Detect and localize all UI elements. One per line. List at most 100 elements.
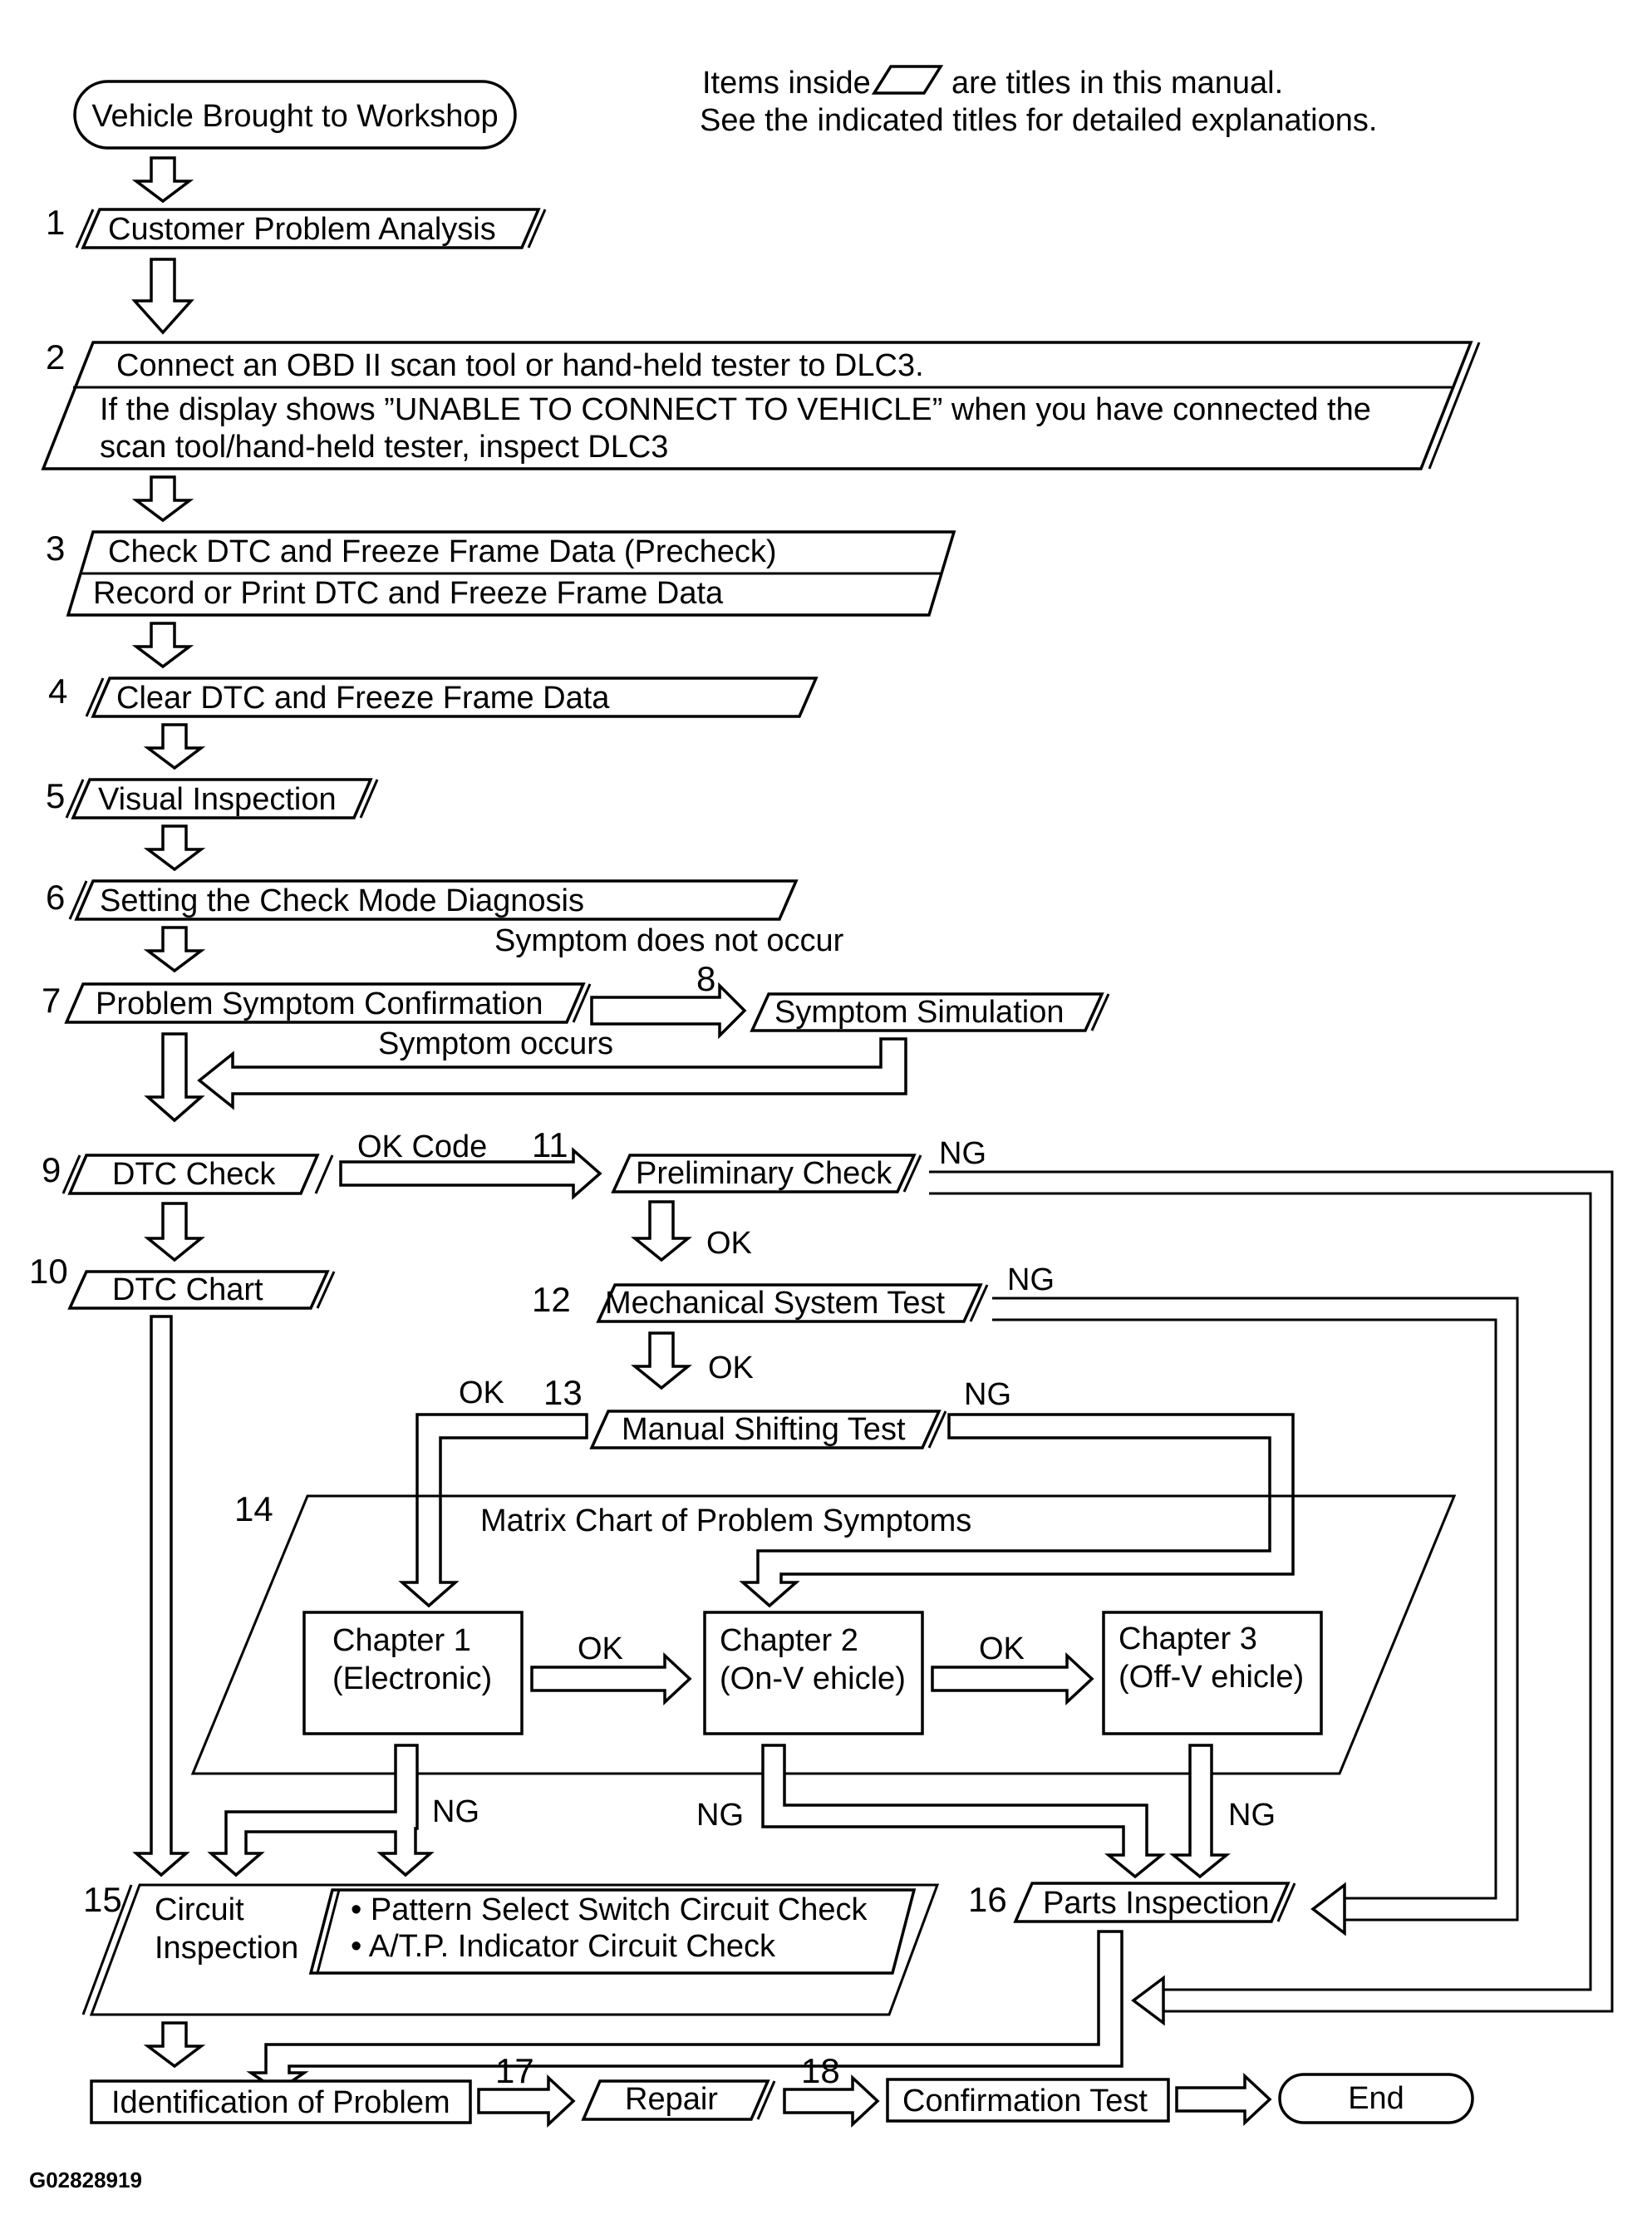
step13-number: 13 <box>543 1373 583 1412</box>
step3-line1: Check DTC and Freeze Frame Data (Prechec… <box>108 534 777 569</box>
step1-box <box>81 208 541 249</box>
step8-box <box>750 992 1104 1032</box>
step17-box <box>581 2079 770 2121</box>
step11-label: Preliminary Check <box>636 1156 892 1191</box>
step4-label: Clear DTC and Freeze Frame Data <box>116 681 610 716</box>
step16-box <box>1013 1882 1291 1923</box>
edge-ch2-ng: NG <box>696 1798 744 1833</box>
arrow-18-to-end <box>1175 2072 1272 2127</box>
chapter2-box <box>703 1611 924 1735</box>
step6-box <box>74 879 799 921</box>
step5-edge-mark-right <box>359 779 379 819</box>
step1-edge-mark-right <box>527 209 547 249</box>
chapter1-line1: Chapter 1 <box>332 1623 471 1658</box>
chapter3-box <box>1102 1611 1323 1735</box>
step16-label: Parts Inspection <box>1043 1886 1269 1921</box>
step12-box <box>596 1283 983 1323</box>
step15-box <box>89 1883 940 2016</box>
arrow-9-to-11 <box>339 1147 602 1200</box>
arrow-10-to-15 <box>132 1315 190 1877</box>
chapter1-line2: (Electronic) <box>332 1661 492 1696</box>
start-terminal <box>73 80 517 150</box>
edge-ch2-ok: OK <box>979 1631 1025 1666</box>
step9-edge-mark-right <box>314 1154 334 1194</box>
arrow-13-ng-to-ch2 <box>739 1413 1295 1608</box>
step10-label: DTC Chart <box>112 1272 263 1307</box>
step15-edge-mark <box>81 1884 133 2015</box>
step9-edge-mark <box>61 1154 81 1194</box>
line-12-ng-inner <box>992 1318 1497 1900</box>
arrow-9-to-10 <box>144 1202 205 1262</box>
arrow-7-to-8 <box>590 982 747 1040</box>
edge-ch3-ng: NG <box>1228 1798 1276 1833</box>
step5-label: Visual Inspection <box>98 782 337 817</box>
arrow-6-to-7 <box>143 926 206 973</box>
step12-edge-mark-right <box>969 1284 989 1322</box>
edge-symptom-occurs: Symptom occurs <box>378 1026 613 1061</box>
step8-label: Symptom Simulation <box>774 995 1064 1030</box>
chapter2-line2: (On-V ehicle) <box>720 1661 906 1696</box>
step1-label: Customer Problem Analysis <box>108 212 496 247</box>
arrow-11-to-12 <box>631 1200 692 1262</box>
step5-number: 5 <box>46 776 65 815</box>
step13-label: Manual Shifting Test <box>622 1412 906 1447</box>
step1-number: 1 <box>46 203 65 242</box>
edge-symptom-not-occur: Symptom does not occur <box>494 923 844 958</box>
arrow-1-to-2 <box>131 258 194 335</box>
step18-number: 18 <box>801 2051 840 2090</box>
arrow-17-to-18 <box>783 2074 880 2128</box>
arrow-ch3-ng <box>1169 1744 1231 1879</box>
step14-label: Matrix Chart of Problem Symptoms <box>480 1503 971 1538</box>
arrow-5-to-6 <box>143 824 206 872</box>
figure-id: G02828919 <box>29 2168 142 2192</box>
edge-ch1-ok: OK <box>578 1631 623 1666</box>
step15-subbox <box>308 1888 917 1975</box>
end-label: End <box>1348 2081 1404 2116</box>
chapter3-line2: (Off-V ehicle) <box>1119 1660 1304 1695</box>
edge-11-ng: NG <box>939 1136 986 1171</box>
chapter3-line1: Chapter 3 <box>1119 1621 1257 1656</box>
step9-number: 9 <box>42 1150 61 1189</box>
arrow-11-ng-head <box>1131 1975 1165 2026</box>
step7-number: 7 <box>42 981 61 1020</box>
step17-label: Repair <box>625 2082 718 2117</box>
step15-number: 15 <box>83 1880 122 1919</box>
arrow-13-ok-to-ch1 <box>398 1413 588 1608</box>
step15-subbox-edge <box>316 1889 341 1974</box>
arrow-ch1-ng-split <box>207 1744 435 1877</box>
edge-12-ng: NG <box>1007 1262 1055 1297</box>
step13-edge-mark-right <box>927 1410 947 1449</box>
step10-edge-mark-right <box>316 1271 336 1309</box>
legend-line2: See the indicated titles for detailed ex… <box>700 103 1377 138</box>
step15-item2: • A/T.P. Indicator Circuit Check <box>351 1929 776 1964</box>
step17-number: 17 <box>495 2051 534 2090</box>
step11-box <box>611 1154 917 1193</box>
line-12-ng-outer <box>992 1297 1519 1922</box>
step3-number: 3 <box>46 529 65 568</box>
step2-number: 2 <box>46 337 65 376</box>
edge-ch1-ng: NG <box>432 1794 479 1829</box>
step15-line1: Circuit <box>155 1892 244 1927</box>
arrow-ch2-ng <box>761 1744 1166 1879</box>
step4-box <box>91 677 819 718</box>
step4-edge-mark <box>85 677 105 717</box>
step7-edge-mark-right <box>572 983 592 1023</box>
step18-label: Confirmation Test <box>902 2084 1148 2118</box>
legend-line1-post: are titles in this manual. <box>951 66 1283 101</box>
step9-label: DTC Check <box>112 1157 276 1192</box>
edge-12-ok: OK <box>708 1351 754 1385</box>
step8-edge-mark-right <box>1090 993 1110 1031</box>
ident-box <box>90 2079 472 2124</box>
step1-edge-mark <box>75 209 95 249</box>
step13-box <box>589 1410 942 1449</box>
step4-number: 4 <box>48 672 67 711</box>
arrow-ch1-to-ch2 <box>530 1651 692 1706</box>
arrow-12-ng-head <box>1310 1882 1346 1936</box>
step10-number: 10 <box>29 1252 68 1291</box>
step11-edge-mark-right <box>902 1154 922 1193</box>
line-11-ng-outer <box>929 1170 1614 2013</box>
arrow-4-to-5 <box>143 723 206 770</box>
arrow-8-return <box>197 1037 907 1110</box>
step2-edge-mark <box>1428 342 1481 470</box>
